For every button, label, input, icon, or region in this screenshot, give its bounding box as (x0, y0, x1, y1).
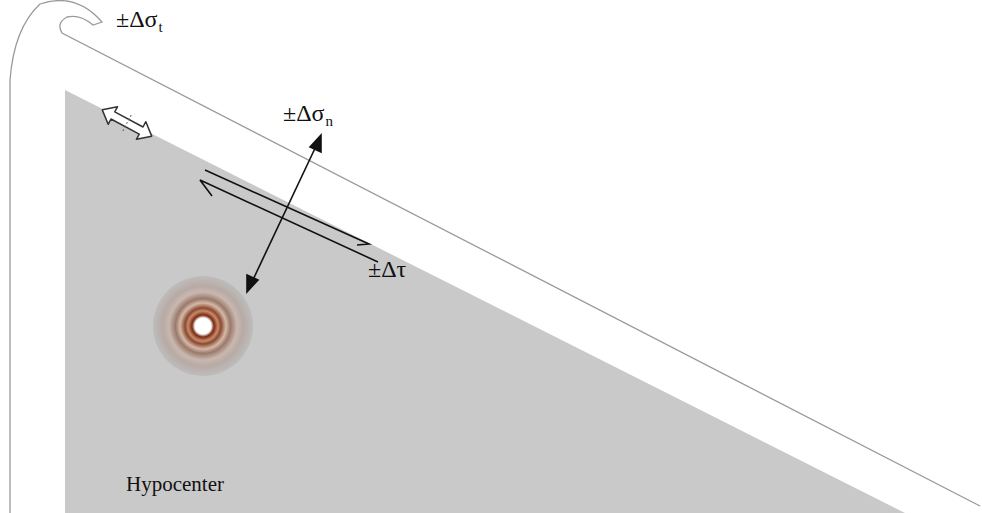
stress-symbol: ±Δτ (368, 257, 406, 281)
tangential-arrow (98, 101, 157, 145)
stress-subscript: n (326, 114, 334, 129)
stress-subscript: t (159, 20, 163, 35)
plate-outline (10, 1, 980, 513)
hypocenter-label: Hypocenter (126, 474, 224, 495)
stress-symbol: ±Δσ (283, 101, 325, 125)
wedge (65, 90, 905, 513)
stress-symbol: ±Δσ (116, 7, 158, 31)
normal-arrow (247, 135, 321, 292)
shear-arrows (200, 170, 378, 262)
hypocenter-rings (153, 276, 253, 376)
